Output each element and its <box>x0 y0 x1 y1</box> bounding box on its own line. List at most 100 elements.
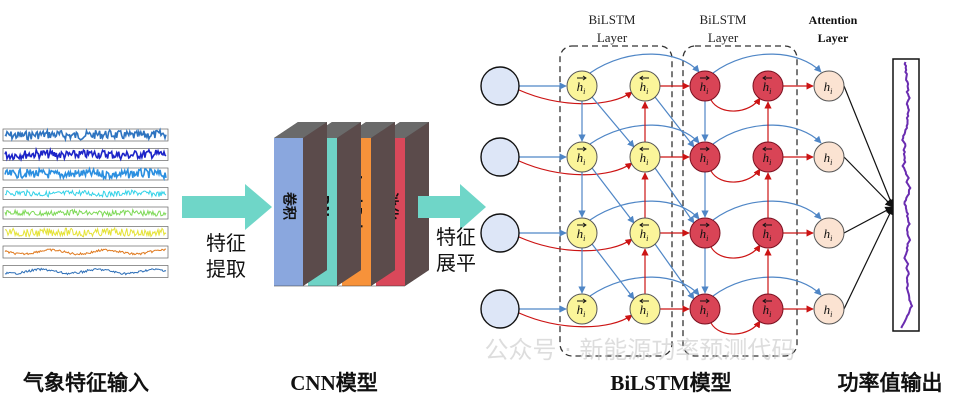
attention-label-4: hi <box>824 302 833 319</box>
bilstm2-forward-label-1-arrow-icon <box>700 75 710 81</box>
bilstm1-backward-label-2-arrow-icon <box>639 146 649 152</box>
edge-f2-b2-2 <box>710 168 761 183</box>
caption-bilstm-model: BiLSTM模型 <box>610 371 731 395</box>
power-output-panel <box>892 58 920 332</box>
edge-f2-att-3 <box>712 200 822 221</box>
bilstm1-forward-label-1: hi <box>577 79 586 96</box>
flatten-label-2: 展平 <box>436 251 476 275</box>
edge-f2-att-2 <box>712 124 822 145</box>
bilstm1-forward-label-4: hi <box>577 302 586 319</box>
bilstm1-backward-node-4 <box>629 293 661 325</box>
bilstm1-backward-label-3-arrow-icon <box>639 222 649 228</box>
edge-f2-att-4 <box>712 276 822 297</box>
bilstm-layer-2-subtitle: Layer <box>708 30 739 45</box>
edge-att-output-4 <box>843 206 894 310</box>
edge-input-backward-4 <box>518 312 633 328</box>
output-power-curve <box>900 61 914 329</box>
edge-att-output-3 <box>843 206 894 234</box>
bilstm2-forward-label-3-arrow-icon <box>700 222 710 228</box>
bilstm1-forward-node-3 <box>566 217 598 249</box>
input-series-8 <box>2 265 169 278</box>
input-node-1 <box>480 66 520 106</box>
attention-node-4 <box>813 293 845 325</box>
bilstm1-forward-label-2: hi <box>577 150 586 167</box>
bilstm1-forward-label-3-arrow-icon <box>577 222 587 228</box>
input-series-2 <box>2 146 169 163</box>
input-series-3 <box>2 166 169 182</box>
bilstm2-backward-node-2 <box>752 141 784 173</box>
bilstm2-forward-node-3 <box>689 217 721 249</box>
bilstm-layer-2-box <box>682 45 798 357</box>
bilstm1-forward-label-1-arrow-icon <box>577 75 587 81</box>
bilstm1-forward-label-2-arrow-icon <box>577 146 587 152</box>
attention-label-1: hi <box>824 79 833 96</box>
caption-power-output: 功率值输出 <box>838 371 943 395</box>
caption-cnn-model: CNN模型 <box>290 371 378 395</box>
edge-f1-diag-3 <box>591 243 635 300</box>
edge-input-backward-1 <box>518 89 633 105</box>
input-node-4 <box>480 289 520 329</box>
edge-f1-f2-3 <box>589 200 700 221</box>
bilstm1-backward-node-1 <box>629 70 661 102</box>
bilstm2-backward-label-4-arrow-icon <box>762 298 772 304</box>
bilstm1-backward-label-1-arrow-icon <box>639 75 649 81</box>
bilstm2-backward-label-3: hi <box>763 226 772 243</box>
attention-layer-title: Attention <box>809 13 858 27</box>
flatten-label-1: 特征 <box>436 225 476 249</box>
input-node-3 <box>480 213 520 253</box>
bilstm1-forward-label-3: hi <box>577 226 586 243</box>
edge-f2-b2-4 <box>710 320 761 335</box>
bilstm2-backward-node-3 <box>752 217 784 249</box>
bilstm2-backward-node-1 <box>752 70 784 102</box>
bilstm1-backward-node-2 <box>629 141 661 173</box>
input-series-4 <box>2 187 169 200</box>
input-series-6 <box>2 226 169 239</box>
cnn-block-1: 卷积 <box>274 122 327 286</box>
edge-input-backward-3 <box>518 236 633 252</box>
extract-label-1: 特征 <box>206 231 246 255</box>
bilstm1-forward-node-1 <box>566 70 598 102</box>
bilstm2-forward-label-3: hi <box>700 226 709 243</box>
cnn-block-label-1: 卷积 <box>281 191 298 220</box>
attention-node-1 <box>813 70 845 102</box>
bilstm1-backward-label-4-arrow-icon <box>639 298 649 304</box>
bilstm2-forward-label-4: hi <box>700 302 709 319</box>
bilstm-layer-2-title: BiLSTM <box>700 12 747 27</box>
input-node-2 <box>480 137 520 177</box>
edge-f2-att-1 <box>712 53 822 74</box>
edge-f2-b2-3 <box>710 244 761 259</box>
bilstm1-backward-label-2: hi <box>640 150 649 167</box>
bilstm2-forward-label-1: hi <box>700 79 709 96</box>
bilstm2-backward-label-2-arrow-icon <box>762 146 772 152</box>
caption-weather-input: 气象特征输入 <box>22 371 149 395</box>
edge-att-output-2 <box>843 156 894 208</box>
bilstm2-forward-label-2: hi <box>700 150 709 167</box>
bilstm2-forward-label-2-arrow-icon <box>700 146 710 152</box>
edge-b1-diag-2 <box>654 167 695 224</box>
edge-f1-diag-1 <box>591 96 635 148</box>
edge-f1-diag-2 <box>591 167 635 224</box>
attention-label-3: hi <box>824 226 833 243</box>
edge-f1-f2-1 <box>589 53 700 74</box>
bilstm2-backward-node-4 <box>752 293 784 325</box>
bilstm2-forward-node-4 <box>689 293 721 325</box>
edge-f2-b2-1 <box>710 97 761 112</box>
feature-flatten-arrow: 特征 展平 <box>418 184 486 275</box>
network-connections <box>518 53 895 335</box>
bilstm1-forward-node-2 <box>566 141 598 173</box>
attention-node-2 <box>813 141 845 173</box>
bilstm2-forward-node-2 <box>689 141 721 173</box>
bilstm1-forward-node-4 <box>566 293 598 325</box>
feature-extract-arrow: 特征 提取 <box>182 184 272 281</box>
input-series-1 <box>2 127 169 143</box>
input-series-5 <box>2 206 169 220</box>
edge-f1-f2-2 <box>589 124 700 145</box>
bilstm1-forward-label-4-arrow-icon <box>577 298 587 304</box>
bilstm1-backward-label-3: hi <box>640 226 649 243</box>
output-frame <box>892 58 920 332</box>
attention-layer-subtitle: Layer <box>818 31 849 45</box>
attention-label-2: hi <box>824 150 833 167</box>
bilstm2-backward-label-3-arrow-icon <box>762 222 772 228</box>
